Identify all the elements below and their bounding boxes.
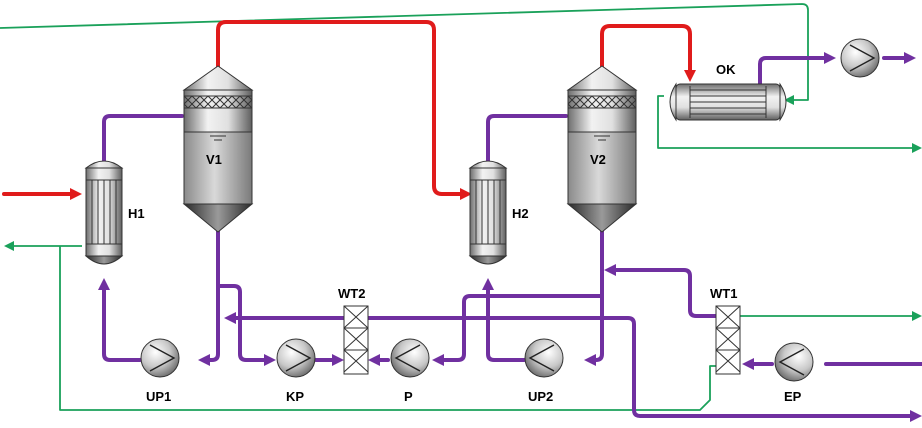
pump-ep[interactable]: EP — [774, 342, 814, 404]
pump-icon — [390, 338, 430, 378]
pump-icon — [840, 38, 880, 78]
condenser-ok[interactable]: OK — [669, 62, 787, 122]
heat-exchanger-wt1[interactable]: WT1 — [710, 286, 741, 375]
wt2-label: WT2 — [338, 286, 365, 301]
heating-steam-lines — [2, 20, 696, 200]
pump-up2[interactable]: UP2 — [524, 338, 564, 404]
pump-condensate[interactable] — [840, 38, 880, 78]
pump-icon — [276, 338, 316, 378]
pump-kp[interactable]: KP — [276, 338, 316, 404]
pump-icon — [140, 338, 180, 378]
heater-h2[interactable]: H2 — [468, 160, 529, 265]
h2-label: H2 — [512, 206, 529, 221]
kp-label: KP — [286, 389, 304, 404]
ok-label: OK — [716, 62, 736, 77]
evaporator-v2[interactable]: V2 — [566, 65, 638, 233]
h1-label: H1 — [128, 206, 145, 221]
cooling-water-lines — [0, 3, 922, 411]
p-label: P — [404, 389, 413, 404]
pump-icon — [524, 338, 564, 378]
pump-p[interactable]: P — [390, 338, 430, 404]
pump-up1[interactable]: UP1 — [140, 338, 180, 404]
pump-icon — [774, 342, 814, 382]
process-liquid-lines — [98, 52, 922, 422]
v1-label: V1 — [206, 152, 222, 167]
ep-label: EP — [784, 389, 802, 404]
up1-label: UP1 — [146, 389, 171, 404]
up2-label: UP2 — [528, 389, 553, 404]
evaporator-v1[interactable]: V1 — [182, 65, 254, 233]
v2-label: V2 — [590, 152, 606, 167]
heater-h1[interactable]: H1 — [84, 160, 145, 265]
wt1-label: WT1 — [710, 286, 737, 301]
heat-exchanger-wt2[interactable]: WT2 — [338, 286, 369, 375]
